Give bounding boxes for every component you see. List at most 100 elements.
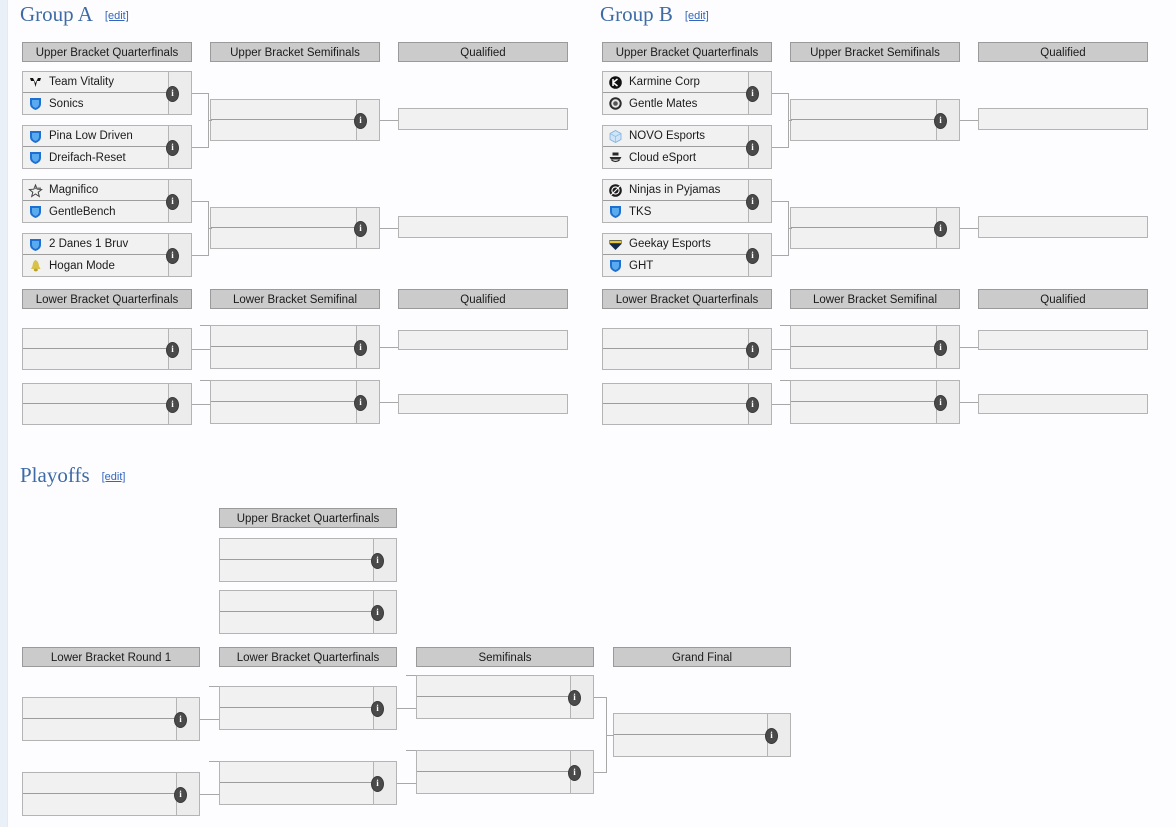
- match-team-row[interactable]: [979, 109, 1125, 129]
- match-b-lb-qualified2[interactable]: [978, 394, 1148, 414]
- match-info-icon[interactable]: i: [934, 340, 947, 356]
- match-team-row[interactable]: [211, 402, 357, 423]
- match-team-row[interactable]: [23, 404, 169, 424]
- playoffs-edit-link[interactable]: [edit]: [101, 471, 126, 483]
- match-info-icon[interactable]: i: [354, 395, 367, 411]
- match-b-lbsf2[interactable]: [790, 380, 960, 424]
- match-team-row[interactable]: [220, 612, 374, 633]
- match-p-sf1[interactable]: [416, 675, 594, 719]
- match-info-icon[interactable]: i: [354, 113, 367, 129]
- match-team-row[interactable]: [399, 109, 545, 129]
- match-team-row[interactable]: [791, 326, 937, 347]
- match-team-row[interactable]: [220, 539, 374, 560]
- match-p-grand-final[interactable]: [613, 713, 791, 757]
- match-team-row[interactable]: [417, 697, 571, 718]
- match-info-icon[interactable]: i: [354, 221, 367, 237]
- match-a-lb-qualified2[interactable]: [398, 394, 568, 414]
- match-team-row[interactable]: [791, 100, 937, 120]
- match-team-row[interactable]: [603, 349, 749, 369]
- match-team-row[interactable]: [220, 591, 374, 612]
- match-a-ubsf1[interactable]: [210, 99, 380, 141]
- match-info-icon[interactable]: i: [746, 397, 759, 413]
- match-team-row[interactable]: [979, 395, 1125, 413]
- match-team-row[interactable]: [603, 329, 749, 349]
- match-b-ubqf4[interactable]: Geekay Esports GHT: [602, 233, 772, 277]
- match-team-row[interactable]: NOVO Esports: [603, 126, 749, 147]
- match-team-row[interactable]: Sonics: [23, 93, 169, 114]
- match-team-row[interactable]: [23, 719, 177, 740]
- match-info-icon[interactable]: i: [166, 397, 179, 413]
- match-team-row[interactable]: [603, 384, 749, 404]
- match-team-row[interactable]: [417, 751, 571, 772]
- match-p-lbr1-2[interactable]: [22, 772, 200, 816]
- match-team-row[interactable]: [23, 794, 177, 815]
- match-p-lbqf1[interactable]: [219, 686, 397, 730]
- match-team-row[interactable]: Pina Low Driven: [23, 126, 169, 147]
- match-team-row[interactable]: Hogan Mode: [23, 255, 169, 276]
- match-info-icon[interactable]: i: [746, 86, 759, 102]
- match-info-icon[interactable]: i: [934, 113, 947, 129]
- match-team-row[interactable]: TKS: [603, 201, 749, 222]
- match-a-lbsf2[interactable]: [210, 380, 380, 424]
- match-a-ubqf3[interactable]: Magnifico GentleBench: [22, 179, 192, 223]
- match-team-row[interactable]: [220, 762, 374, 783]
- match-team-row[interactable]: [417, 676, 571, 697]
- match-info-icon[interactable]: i: [746, 248, 759, 264]
- match-team-row[interactable]: [211, 381, 357, 402]
- match-p-lbr1-1[interactable]: [22, 697, 200, 741]
- match-team-row[interactable]: [791, 208, 937, 228]
- match-b-qualified1[interactable]: [978, 108, 1148, 130]
- match-team-row[interactable]: [211, 228, 357, 248]
- group-b-edit-link[interactable]: [edit]: [684, 10, 709, 22]
- match-team-row[interactable]: Dreifach-Reset: [23, 147, 169, 168]
- match-team-row[interactable]: [614, 735, 768, 756]
- match-team-row[interactable]: [211, 120, 357, 140]
- match-team-row[interactable]: [399, 395, 545, 413]
- match-info-icon[interactable]: i: [746, 140, 759, 156]
- match-team-row[interactable]: [23, 329, 169, 349]
- match-team-row[interactable]: Magnifico: [23, 180, 169, 201]
- match-team-row[interactable]: GHT: [603, 255, 749, 276]
- match-info-icon[interactable]: i: [934, 221, 947, 237]
- match-team-row[interactable]: [211, 347, 357, 368]
- match-b-lb-qualified1[interactable]: [978, 330, 1148, 350]
- match-team-row[interactable]: [979, 331, 1125, 349]
- match-info-icon[interactable]: i: [568, 690, 581, 706]
- match-team-row[interactable]: [211, 326, 357, 347]
- match-b-qualified2[interactable]: [978, 216, 1148, 238]
- match-b-lbqf2[interactable]: [602, 383, 772, 425]
- match-info-icon[interactable]: i: [354, 340, 367, 356]
- match-a-lbsf1[interactable]: [210, 325, 380, 369]
- match-info-icon[interactable]: i: [371, 605, 384, 621]
- match-team-row[interactable]: Team Vitality: [23, 72, 169, 93]
- match-b-ubqf1[interactable]: Karmine Corp Gentle Mates: [602, 71, 772, 115]
- match-team-row[interactable]: [23, 698, 177, 719]
- match-info-icon[interactable]: i: [166, 86, 179, 102]
- match-team-row[interactable]: [399, 217, 545, 237]
- match-team-row[interactable]: [979, 217, 1125, 237]
- match-info-icon[interactable]: i: [166, 194, 179, 210]
- match-team-row[interactable]: [791, 402, 937, 423]
- match-info-icon[interactable]: i: [166, 342, 179, 358]
- match-b-ubsf2[interactable]: [790, 207, 960, 249]
- match-a-qualified2[interactable]: [398, 216, 568, 238]
- match-team-row[interactable]: Gentle Mates: [603, 93, 749, 114]
- match-info-icon[interactable]: i: [568, 765, 581, 781]
- match-team-row[interactable]: [791, 347, 937, 368]
- match-team-row[interactable]: GentleBench: [23, 201, 169, 222]
- match-info-icon[interactable]: i: [371, 553, 384, 569]
- match-team-row[interactable]: [603, 404, 749, 424]
- match-a-lb-qualified1[interactable]: [398, 330, 568, 350]
- match-info-icon[interactable]: i: [746, 342, 759, 358]
- match-p-sf2[interactable]: [416, 750, 594, 794]
- match-info-icon[interactable]: i: [746, 194, 759, 210]
- match-team-row[interactable]: [614, 714, 768, 735]
- match-b-ubqf3[interactable]: Ninjas in Pyjamas TKS: [602, 179, 772, 223]
- match-a-ubsf2[interactable]: [210, 207, 380, 249]
- match-p-lbqf2[interactable]: [219, 761, 397, 805]
- match-team-row[interactable]: [399, 331, 545, 349]
- match-team-row[interactable]: [220, 708, 374, 729]
- match-info-icon[interactable]: i: [371, 701, 384, 717]
- match-info-icon[interactable]: i: [765, 728, 778, 744]
- match-team-row[interactable]: [23, 773, 177, 794]
